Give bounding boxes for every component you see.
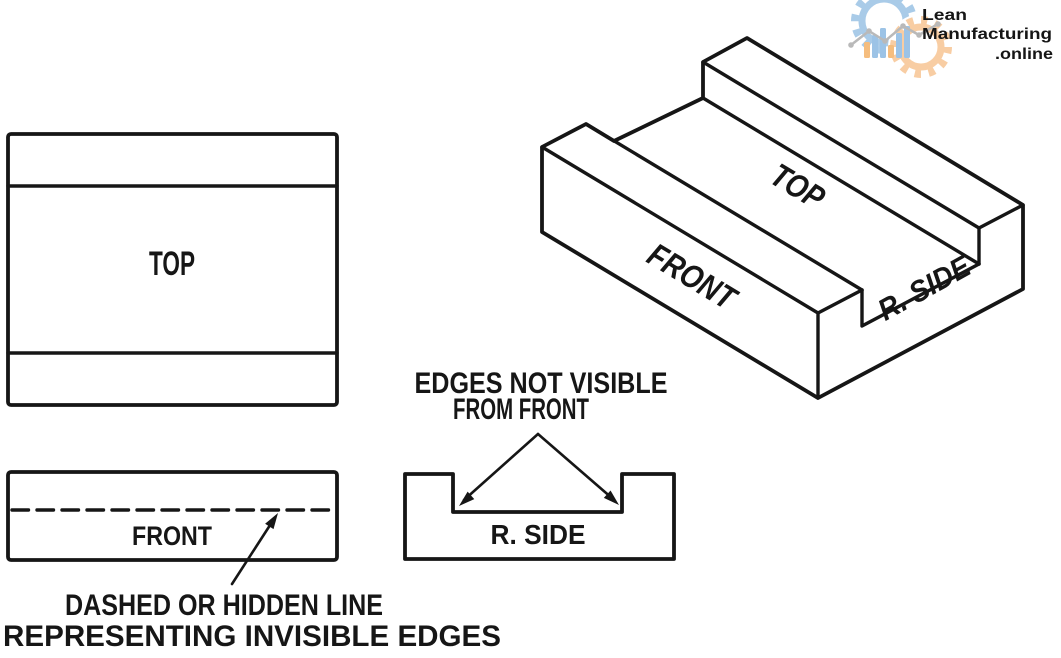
top-view-label: TOP [149,245,195,283]
iso-channel-right-edge [860,262,981,328]
logo-word-online: .online [995,46,1053,63]
iso-top-label: TOP [764,156,832,217]
top-view-outline [6,132,339,407]
logo-word-lean: Lean [922,7,967,24]
iso-channel-back-edge [701,96,981,266]
isometric-view: TOP FRONT R. SIDE [540,36,1025,400]
trend-dot [882,38,888,44]
side-view-outline [403,472,676,561]
bar-5 [896,33,902,58]
front-view-label: FRONT [132,521,212,551]
bar-4 [888,45,894,58]
edges-arrow-left-line [462,432,540,502]
iso-front-rail-end-edge [816,288,864,315]
trend-dot [900,23,906,29]
bar-3 [880,28,886,58]
bar-6 [904,26,910,58]
logo-bar-chart-icon [864,26,910,58]
edges-note-line2: FROM FRONT [453,393,589,426]
front-view-outline [6,470,339,562]
hidden-line-annotation: DASHED OR HIDDEN LINE REPRESENTING INVIS… [3,513,501,653]
iso-side-label: R. SIDE [873,250,977,328]
iso-back-rail-top-edge [701,60,1025,230]
front-view: FRONT [6,470,339,562]
side-view-label: R. SIDE [491,519,586,550]
trend-polyline [850,22,939,46]
edges-arrow-right-head [603,490,619,505]
trend-dot [916,32,922,38]
iso-front-rail-back-edge [584,122,864,292]
side-view: R. SIDE [403,472,676,561]
isometric-outline [540,36,1025,400]
edges-arrow-right-line [536,432,615,501]
trend-dot [848,42,854,48]
top-view: TOP [6,132,339,407]
hidden-line-arrow [230,517,276,586]
bar-1 [864,42,870,58]
hidden-line-note-line1: DASHED OR HIDDEN LINE [65,589,383,622]
hidden-line-arrow-head [265,513,278,530]
logo-trend-line-icon [848,21,941,48]
edges-note-line1: EDGES NOT VISIBLE [415,367,668,400]
logo-word-manufacturing: Manufacturing [922,26,1052,43]
edges-arrow-left-head [459,491,475,506]
trend-dot [935,21,941,27]
trend-dot [866,28,872,34]
edges-annotation: EDGES NOT VISIBLE FROM FRONT [415,367,668,506]
iso-front-label: FRONT [641,236,744,318]
bar-2 [872,35,878,58]
hidden-line-note-line2: REPRESENTING INVISIBLE EDGES [3,620,501,653]
orange-gear-teeth-icon [890,16,952,78]
logo: Lean Manufacturing .online [848,0,1053,80]
